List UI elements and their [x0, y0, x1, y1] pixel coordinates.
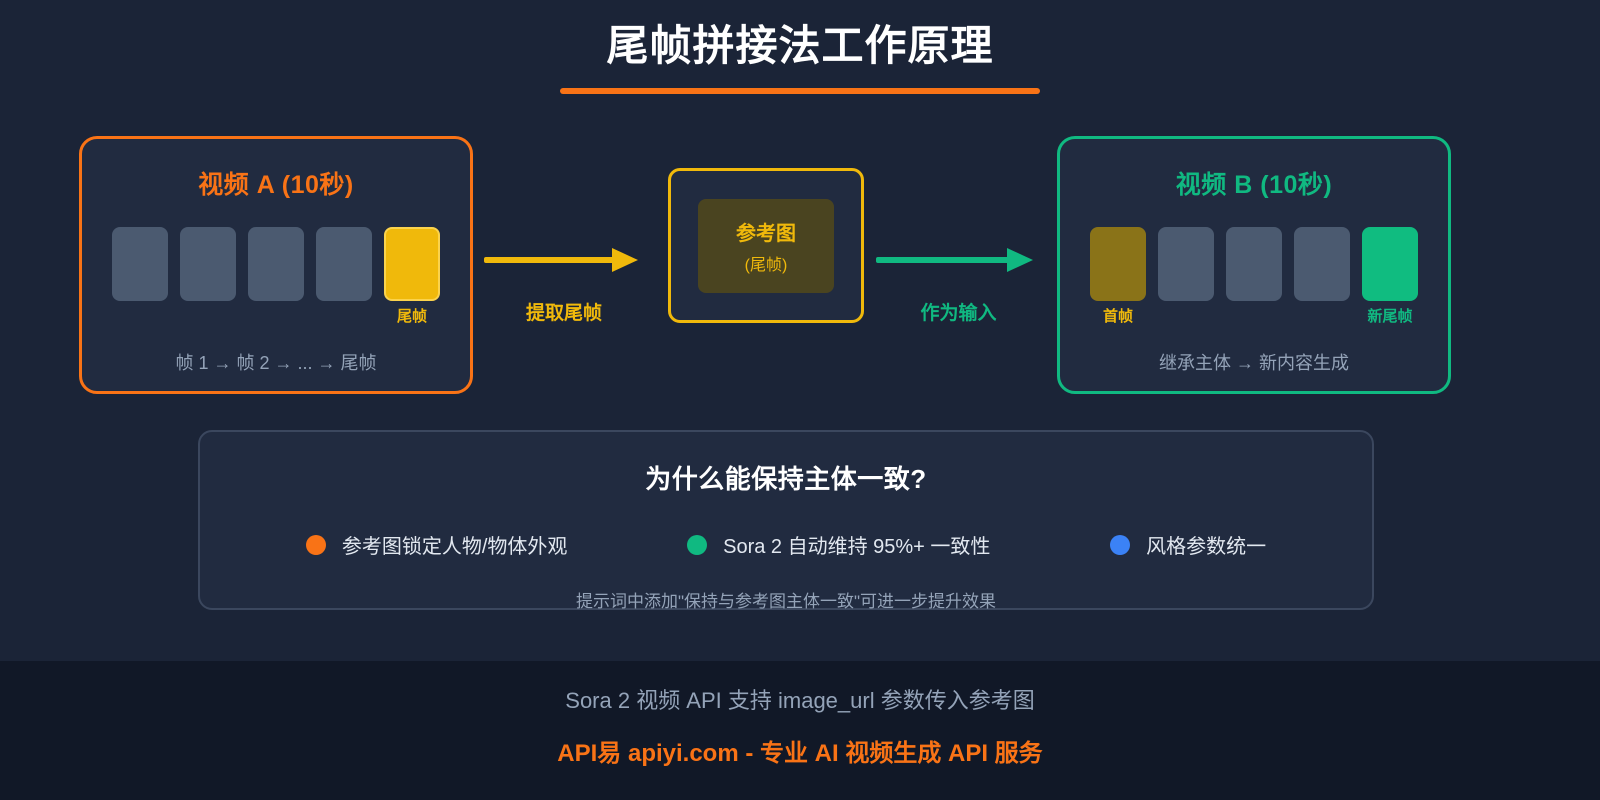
bullet-label: 风格参数统一	[1146, 536, 1267, 558]
arrow-extract-group: 提取尾帧	[474, 248, 654, 325]
reference-image-thumb: 参考图 (尾帧)	[698, 198, 834, 293]
frame-thumb-first	[1090, 227, 1146, 301]
title-underline	[560, 88, 1040, 94]
bullet-dot-icon	[687, 534, 708, 555]
footer-note: Sora 2 视频 API 支持 image_url 参数传入参考图	[565, 688, 1035, 713]
arrow-shaft	[876, 257, 1009, 263]
reference-image-card: 参考图 (尾帧)	[668, 168, 864, 323]
video-a-frames: 尾帧	[82, 227, 470, 325]
frame-item	[1294, 227, 1350, 301]
reference-card-title: 参考图	[736, 222, 796, 245]
bullet-label: Sora 2 自动维持 95%+ 一致性	[723, 536, 991, 558]
frame-item	[1158, 227, 1214, 301]
bullet-dot-icon	[1110, 534, 1131, 555]
frame-thumb	[248, 227, 304, 301]
arrow-right-icon	[866, 248, 1051, 272]
info-bullet-list: 参考图锁定人物/物体外观 Sora 2 自动维持 95%+ 一致性 风格参数统一	[200, 530, 1372, 559]
frame-label-first: 首帧	[1102, 308, 1134, 325]
video-a-caption: 帧 1 → 帧 2 → ... → 尾帧	[175, 353, 377, 373]
arrow-shaft	[484, 257, 614, 263]
video-b-panel: 视频 B (10秒) 首帧 新尾帧 继承主体 → 新内容生成	[1057, 136, 1451, 394]
page-title: 尾帧拼接法工作原理	[606, 22, 994, 69]
frame-item	[316, 227, 372, 301]
arrow-input-label: 作为输入	[920, 303, 997, 324]
frame-item	[180, 227, 236, 301]
frame-item	[112, 227, 168, 301]
arrow-head	[1007, 248, 1033, 272]
arrow-extract-label: 提取尾帧	[525, 303, 602, 324]
frame-thumb	[180, 227, 236, 301]
frame-item-last: 新尾帧	[1362, 227, 1418, 325]
footer-background	[0, 661, 1600, 800]
info-panel: 为什么能保持主体一致? 参考图锁定人物/物体外观 Sora 2 自动维持 95%…	[198, 430, 1374, 611]
frame-item	[1226, 227, 1282, 301]
video-a-panel: 视频 A (10秒) 尾帧 帧 1 → 帧 2 → ... → 尾帧	[79, 136, 473, 394]
list-item: 参考图锁定人物/物体外观	[305, 530, 568, 559]
footer-brand: API易 apiyi.com - 专业 AI 视频生成 API 服务	[557, 740, 1043, 767]
frame-thumb	[316, 227, 372, 301]
frame-label-last: 尾帧	[396, 308, 428, 325]
bullet-label: 参考图锁定人物/物体外观	[341, 536, 568, 558]
bullet-dot-icon	[305, 534, 326, 555]
video-b-caption: 继承主体 → 新内容生成	[1158, 353, 1349, 373]
page-title-block: 尾帧拼接法工作原理	[0, 18, 1600, 94]
video-a-title: 视频 A (10秒)	[198, 171, 354, 199]
arrow-input-group: 作为输入	[866, 248, 1051, 325]
frame-item-last: 尾帧	[384, 227, 440, 325]
list-item: Sora 2 自动维持 95%+ 一致性	[687, 530, 990, 559]
frame-thumb	[1226, 227, 1282, 301]
footer: Sora 2 视频 API 支持 image_url 参数传入参考图 API易 …	[0, 661, 1600, 768]
reference-card-subtitle: (尾帧)	[744, 256, 788, 274]
frame-label-last: 新尾帧	[1367, 308, 1413, 325]
frame-thumb	[1294, 227, 1350, 301]
frame-thumb-last	[1362, 227, 1418, 301]
frame-thumb	[1158, 227, 1214, 301]
video-b-title: 视频 B (10秒)	[1175, 171, 1333, 199]
video-b-frames: 首帧 新尾帧	[1060, 227, 1448, 325]
frame-thumb-last	[384, 227, 440, 301]
arrow-head	[612, 248, 638, 272]
frame-thumb	[112, 227, 168, 301]
list-item: 风格参数统一	[1110, 530, 1266, 559]
arrow-right-icon	[474, 248, 654, 272]
info-panel-hint: 提示词中添加"保持与参考图主体一致"可进一步提升效果	[575, 592, 997, 611]
frame-item	[248, 227, 304, 301]
info-panel-title: 为什么能保持主体一致?	[645, 464, 927, 494]
frame-item-first: 首帧	[1090, 227, 1146, 325]
